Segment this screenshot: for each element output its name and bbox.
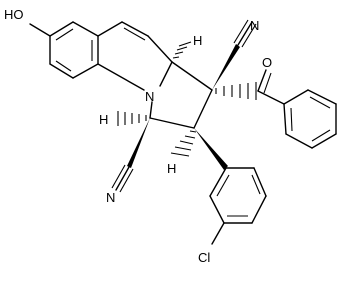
hash-bond-left-h	[117, 111, 147, 126]
oh-bond	[29, 23, 51, 37]
ring-nitrogen-label: N	[145, 89, 154, 104]
nitrile-bottom-triple	[115, 166, 130, 191]
wedge-chlorophenyl	[194, 128, 228, 170]
carbonyl-bond	[257, 69, 267, 92]
nitrile-bottom-n-label: N	[106, 190, 115, 205]
chlorine-label: Cl	[198, 250, 210, 265]
benzo-ring	[49, 21, 99, 79]
nitrile-top-n-label: N	[250, 18, 259, 33]
h-bottom-label: H	[167, 161, 176, 176]
pyrrolidine-ring	[149, 61, 213, 129]
hash-bond-top-h	[172, 41, 192, 59]
hash-bond-bottom-h	[170, 130, 197, 157]
phenyl-ring	[283, 89, 337, 149]
oxygen-label: O	[262, 55, 272, 70]
hash-bond-benzoyl	[215, 82, 257, 100]
h-left-label: H	[99, 112, 108, 127]
nitrile-top-triple	[237, 21, 253, 46]
hydroxyl-label: HO	[4, 7, 24, 22]
cl-bond	[211, 222, 225, 245]
wedge-nitrile-top	[212, 44, 240, 90]
pyridine-ring	[97, 21, 173, 91]
h-top-label: H	[193, 33, 202, 48]
chlorophenyl-ring	[209, 167, 267, 224]
wedge-nitrile-bottom	[127, 118, 150, 168]
